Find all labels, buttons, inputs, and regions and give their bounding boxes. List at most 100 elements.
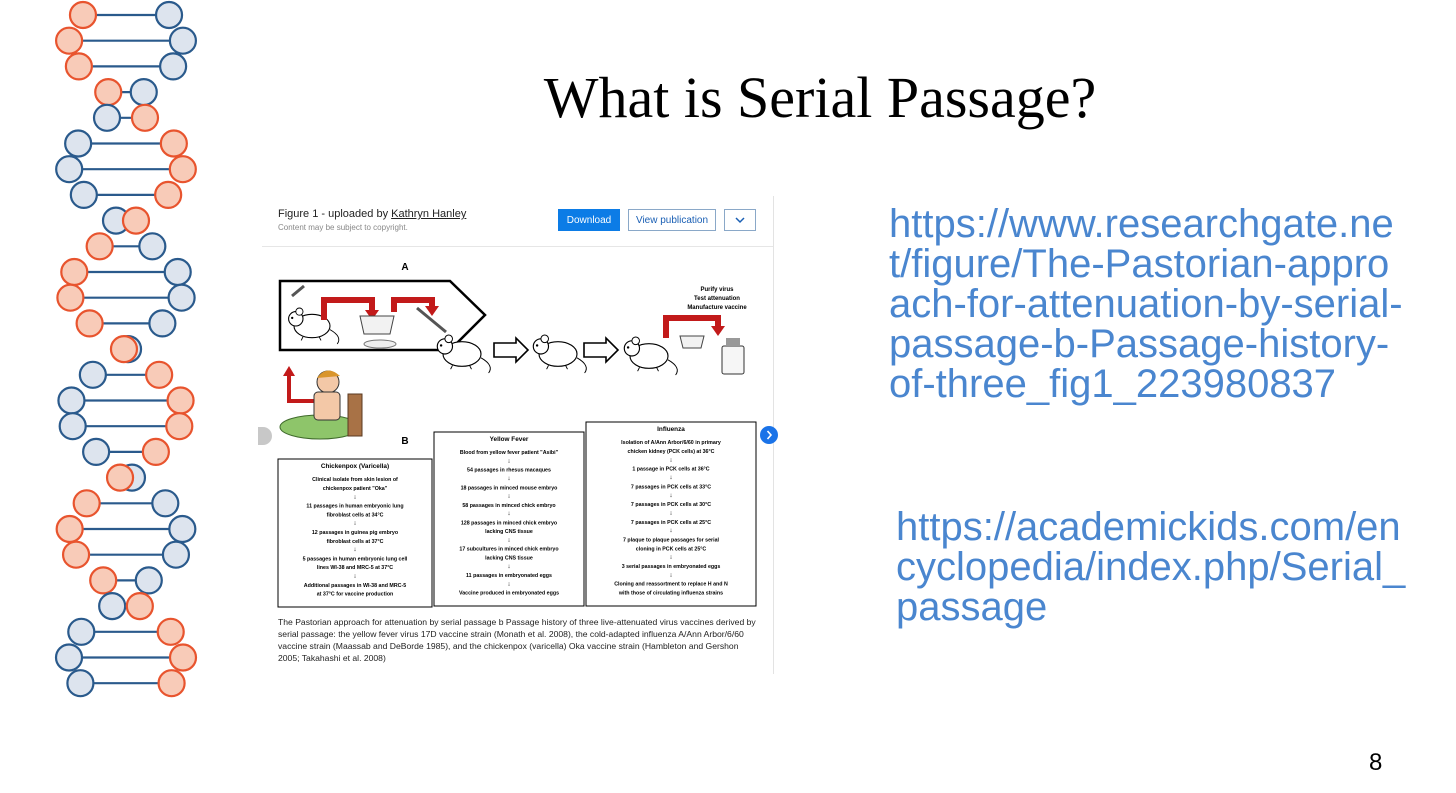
panel-a-note: Purify virus [700,287,734,293]
red-arrow-2 [391,297,435,312]
dna-node-orange [75,309,104,338]
passage-step: 12 passages in guinea pig embryo [312,530,399,536]
step-arrow: ↓ [669,527,672,534]
passage-step: 54 passages in rhesus macaques [467,468,551,474]
header-divider [262,246,773,247]
dna-node-orange [109,335,139,364]
step-arrow: ↓ [669,509,672,516]
dna-node-blue [154,0,184,30]
dna-node-blue [159,52,188,81]
dna-node-blue [148,309,177,338]
passage-step: cloning in PCK cells at 25°C [636,546,707,552]
dna-node-blue [92,103,122,132]
passage-step: 11 passages in human embryonic lung [306,504,403,510]
step-arrow: ↓ [669,474,672,481]
dna-node-orange [89,566,118,595]
red-arrow-2-head [425,306,439,316]
mortar-small [679,335,705,349]
passage-table-title: Yellow Fever [490,436,529,443]
patient-body [313,391,341,421]
passage-step: with those of circulating influenza stra… [618,591,723,597]
pestle [363,339,397,349]
dna-node-blue [67,617,96,646]
copyright-note: Content may be subject to copyright. [278,223,408,232]
patient-hair [317,370,340,378]
dna-node-orange [168,643,198,672]
dna-node-orange [72,489,101,518]
mouse-infected [288,307,340,345]
dna-node-blue [66,669,95,698]
passage-step: 7 plaque to plaque passages for serial [623,537,719,543]
dna-node-blue [82,437,111,466]
mouse-passage-3 [623,336,678,376]
download-button[interactable]: Download [558,209,620,231]
dna-node-blue [57,386,86,415]
passage-step: chickenpox patient "Oka" [323,486,388,492]
step-arrow: ↓ [669,456,672,463]
dna-node-orange [105,463,135,492]
dna-node-blue [151,489,180,518]
passage-step: 18 passages in minced mouse embryo [461,485,559,491]
red-arrow-1-head [365,310,379,320]
passage-step: 1 passage in PCK cells at 36°C [632,467,709,473]
step-arrow: ↓ [507,563,510,570]
passage-step: lines WI-38 and MRC-5 at 37°C [317,565,393,571]
dna-node-orange [154,180,183,209]
view-publication-button[interactable]: View publication [628,209,716,231]
dna-node-orange [64,52,93,81]
dna-node-orange [168,155,197,184]
syringe-small [291,284,305,298]
passage-step: at 37°C for vaccine production [317,592,394,598]
passage-step: Clinical isolate from skin lesion of [312,477,398,483]
dna-node-orange [54,26,84,55]
passage-step: 5 passages in human embryonic lung cell [303,556,408,562]
figure-header-prefix: Figure 1 - uploaded by [278,208,392,220]
dna-node-orange [85,232,114,261]
passage-table [277,458,433,608]
dna-node-blue [167,283,196,312]
dna-node-blue [98,591,127,621]
dna-node-orange [61,540,91,569]
step-arrow: ↓ [507,536,510,543]
passage-step: 7 passages in PCK cells at 30°C [631,502,711,508]
passage-step: 7 passages in PCK cells at 25°C [631,520,711,526]
chevron-down-icon [735,217,745,224]
dna-node-blue [163,257,192,287]
slide-number: 8 [1369,749,1383,776]
dna-node-orange [156,617,185,646]
academickids-link[interactable]: https://academickids.com/encyclopedia/in… [896,505,1406,629]
dna-node-blue [168,26,198,55]
passage-step: chicken kidney (PCK cells) at 36°C [628,449,715,455]
step-arrow: ↓ [669,492,672,499]
step-arrow: ↓ [353,520,356,527]
passage-step: 128 passages in minced chick embryo [461,520,558,526]
step-arrow: ↓ [669,554,672,561]
uploader-link[interactable]: Kathryn Hanley [391,208,467,220]
vaccine-vial-cap [726,338,740,346]
hollow-arrow-1 [493,336,530,364]
passage-step: fibroblast cells at 37°C [327,539,384,545]
step-arrow: ↓ [353,573,356,580]
panel-a-label: A [401,262,408,273]
step-arrow: ↓ [507,493,510,500]
step-arrow: ↓ [507,510,510,517]
passage-step: Additional passages in WI-38 and MRC-5 [304,583,406,589]
red-arrow-up [287,372,314,403]
bed-post [347,393,363,437]
red-arrow-up-head [283,366,295,376]
mouse-passage-1 [436,334,491,374]
passage-step: 17 subcultures in minced chick embryo [459,547,559,553]
dna-node-orange [121,206,151,235]
passage-step: Vaccine produced in embryonated eggs [459,591,559,597]
dna-node-blue [138,232,167,261]
red-arrow-3 [663,315,721,338]
red-arrow-1 [321,297,375,320]
slide-title: What is Serial Passage? [543,65,1097,130]
dna-node-orange [165,412,194,441]
researchgate-link[interactable]: https://www.researchgate.net/figure/The-… [889,202,1403,406]
previous-figure-button[interactable] [258,427,272,445]
dna-node-orange [60,257,89,287]
next-figure-button[interactable] [760,426,778,444]
more-options-button[interactable] [724,209,756,231]
